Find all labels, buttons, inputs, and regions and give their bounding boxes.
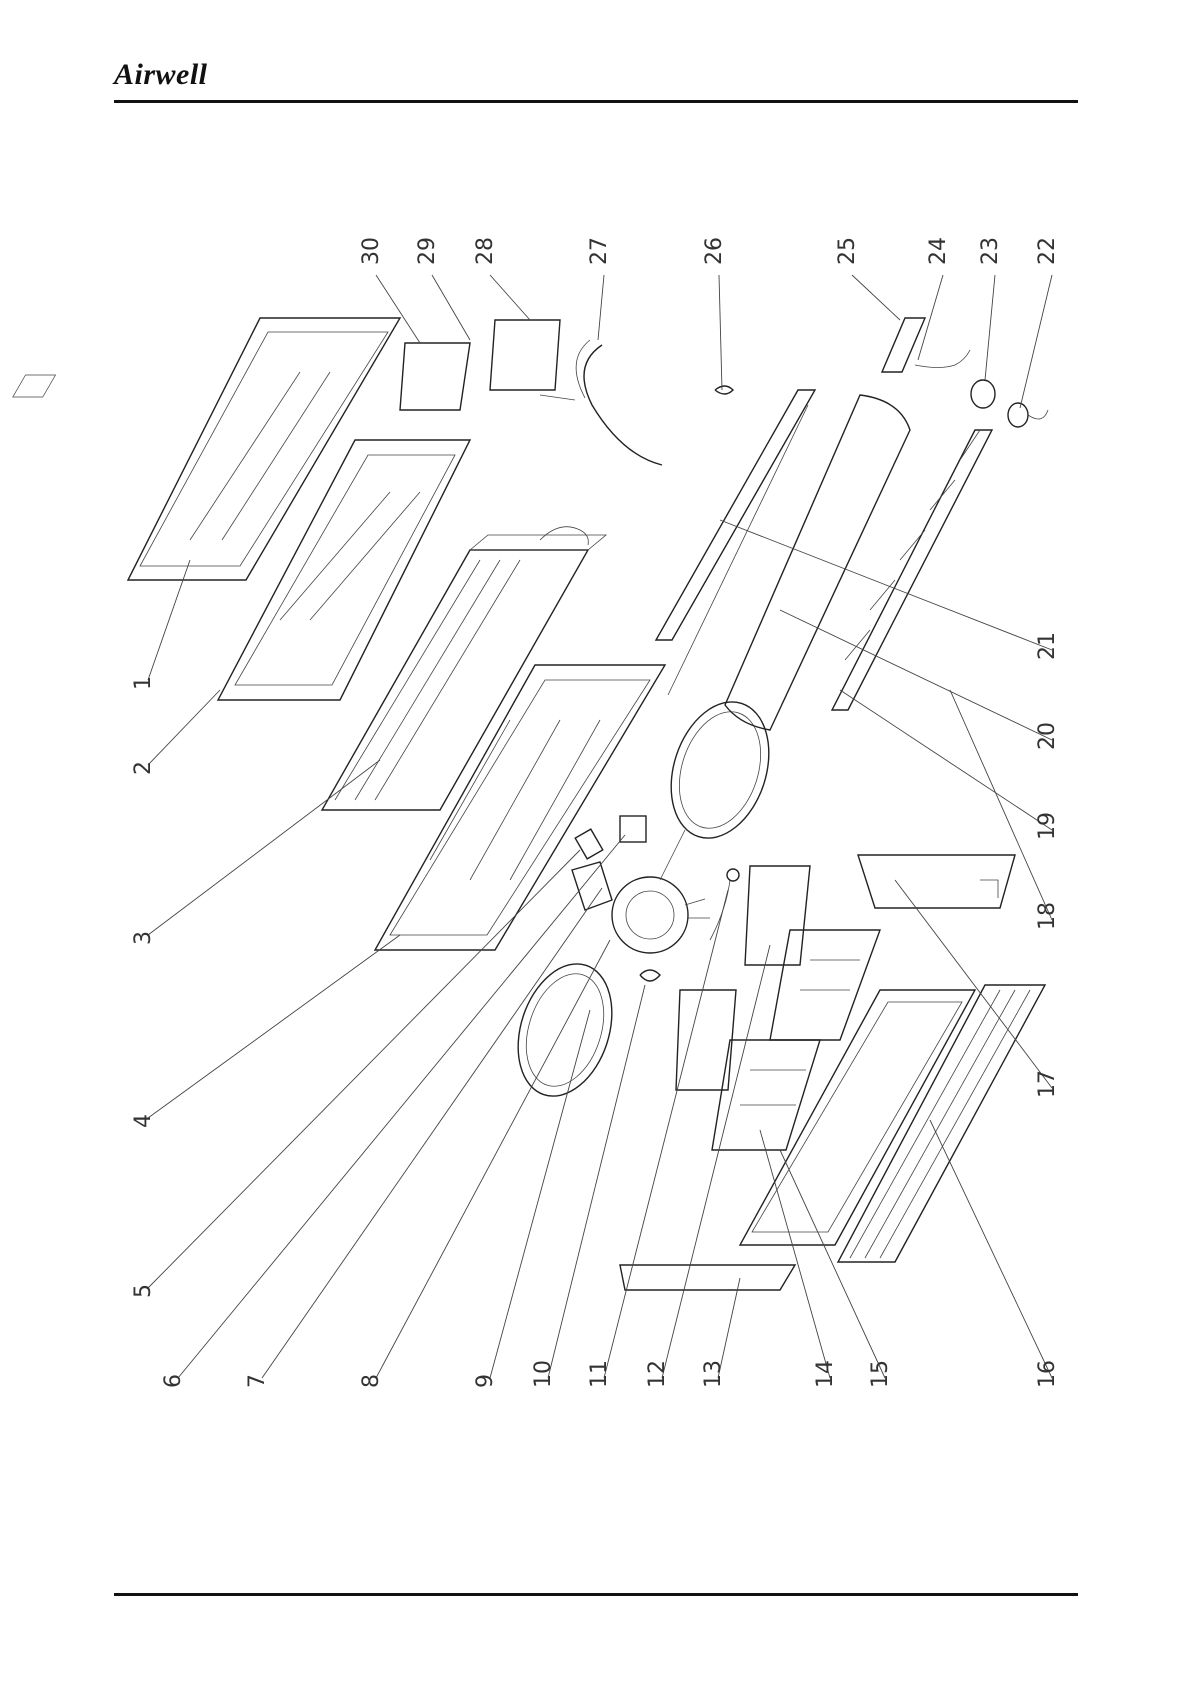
part-end-cap xyxy=(858,855,1015,908)
callout-leaders xyxy=(148,275,1052,1378)
part-front-panel xyxy=(740,990,975,1245)
callout-3: 3 xyxy=(131,931,156,945)
footer-rule xyxy=(114,1593,1078,1596)
callout-7: 7 xyxy=(245,1374,270,1388)
callout-29: 29 xyxy=(415,237,440,265)
part-air-filters xyxy=(712,930,880,1150)
callout-5: 5 xyxy=(131,1284,156,1298)
callout-11: 11 xyxy=(587,1360,612,1388)
part-display-sensors xyxy=(715,318,1048,427)
callout-26: 26 xyxy=(702,237,727,265)
callout-6: 6 xyxy=(161,1374,186,1388)
callout-17: 17 xyxy=(1035,1070,1060,1098)
part-louvers xyxy=(832,430,992,710)
callout-22: 22 xyxy=(1035,237,1060,265)
callout-18: 18 xyxy=(1035,902,1060,930)
part-pipes-electrical xyxy=(400,320,662,465)
callout-28: 28 xyxy=(473,237,498,265)
part-crossflow-fans xyxy=(502,689,785,1108)
callout-1: 1 xyxy=(131,676,156,690)
callout-14: 14 xyxy=(813,1360,838,1388)
callout-24: 24 xyxy=(926,237,951,265)
part-chassis xyxy=(218,440,470,700)
callout-4: 4 xyxy=(131,1114,156,1128)
callout-12: 12 xyxy=(645,1360,670,1388)
callout-8: 8 xyxy=(359,1374,384,1388)
part-mounting-plate xyxy=(13,318,400,580)
callout-13: 13 xyxy=(701,1360,726,1388)
part-body-casing xyxy=(375,665,665,950)
callout-21: 21 xyxy=(1035,632,1060,660)
callout-23: 23 xyxy=(978,237,1003,265)
callout-20: 20 xyxy=(1035,722,1060,750)
part-front-grille xyxy=(838,985,1045,1262)
callout-30: 30 xyxy=(359,237,384,265)
callout-19: 19 xyxy=(1035,812,1060,840)
part-evaporator xyxy=(322,527,606,810)
callout-27: 27 xyxy=(587,237,612,265)
part-fan-motor xyxy=(612,830,710,953)
callout-10: 10 xyxy=(531,1360,556,1388)
callout-15: 15 xyxy=(868,1360,893,1388)
callout-2: 2 xyxy=(131,761,156,775)
callout-16: 16 xyxy=(1035,1360,1060,1388)
part-front-cover xyxy=(656,390,910,730)
callout-25: 25 xyxy=(835,237,860,265)
part-clips-cable xyxy=(640,869,739,981)
callout-9: 9 xyxy=(473,1374,498,1388)
